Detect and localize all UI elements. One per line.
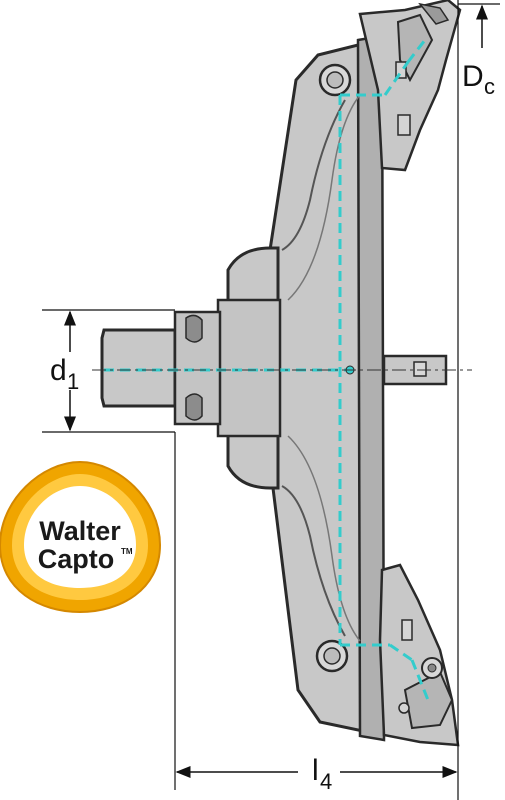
dimension-dc: D c — [457, 0, 500, 800]
top-cartridge — [358, 0, 462, 172]
body-curve-lower — [281, 485, 346, 637]
dc-label: D — [462, 60, 484, 93]
walter-capto-logo: Walter Capto TM — [0, 460, 162, 614]
d1-label: d — [50, 354, 67, 387]
key-slot-lower — [185, 393, 203, 421]
body-curve-upper-2 — [287, 94, 361, 301]
body-curve-upper — [281, 99, 346, 251]
dimension-d1: d 1 — [42, 309, 175, 433]
shank — [100, 310, 222, 426]
bolt-bottom-icon — [315, 639, 349, 673]
dc-subscript: c — [484, 74, 495, 99]
d1-subscript: 1 — [67, 369, 79, 394]
bolt-top-icon — [318, 63, 352, 97]
logo-trademark: TM — [121, 547, 133, 556]
key-slot-upper — [185, 314, 203, 343]
bottom-cartridge — [378, 563, 460, 747]
logo-center — [24, 486, 136, 588]
body-curve-lower-2 — [287, 435, 361, 642]
logo-line2: Capto — [38, 544, 115, 574]
logo-line1: Walter — [39, 516, 121, 546]
hub-flange — [216, 298, 282, 438]
cutter-body — [216, 34, 386, 742]
dimension-l4: l 4 — [174, 432, 458, 794]
l4-subscript: 4 — [320, 769, 332, 794]
l4-label: l — [312, 754, 319, 787]
